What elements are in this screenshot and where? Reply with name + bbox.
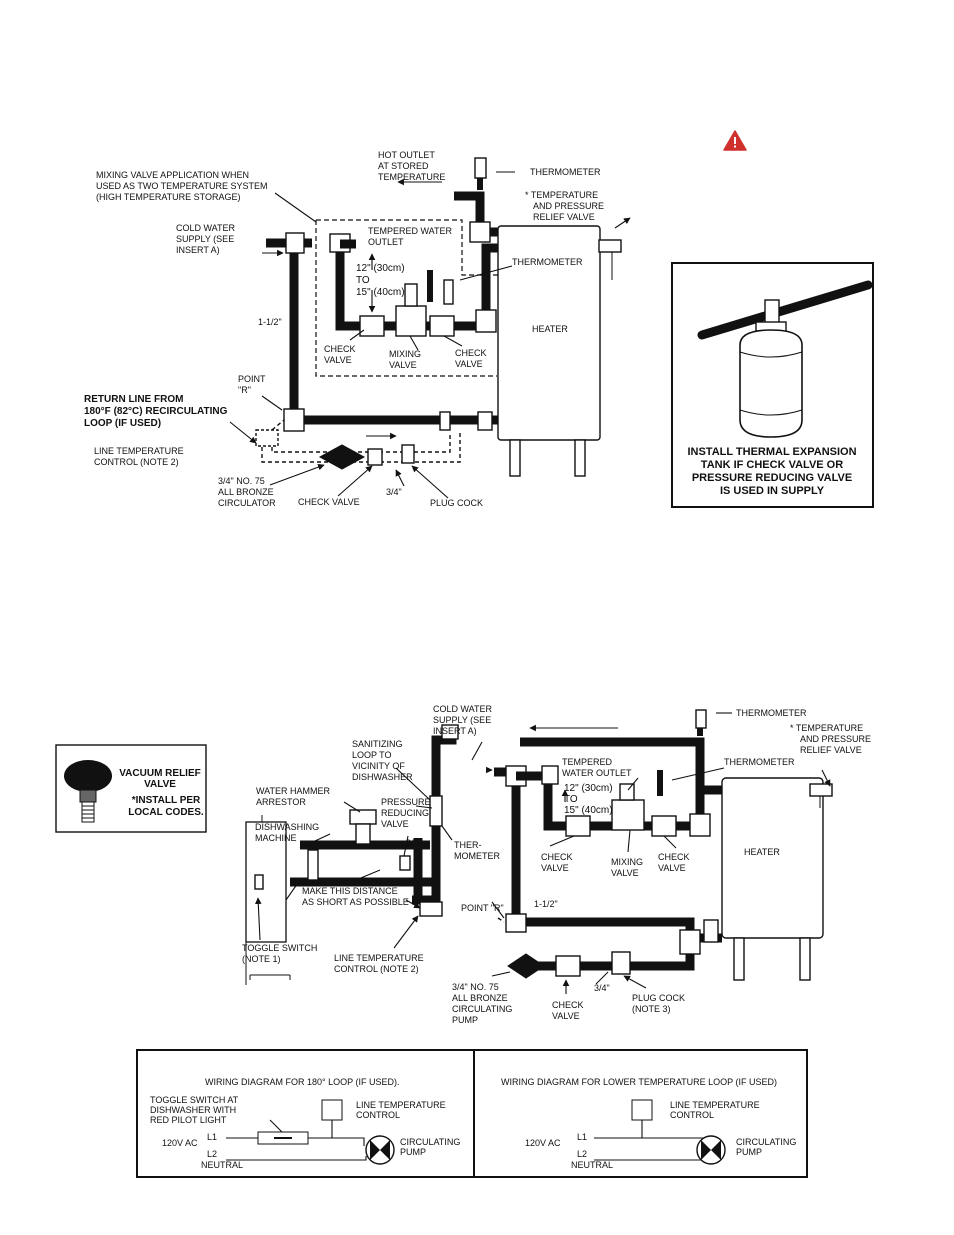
dishwasher-machine: [245, 821, 287, 943]
top-circulator-pump: [320, 445, 364, 469]
bottom-circulating-pump: [508, 954, 544, 978]
svg-text:L1: L1: [577, 1132, 587, 1142]
svg-text:WIRING DIAGRAM FOR LOWER TEMPE: WIRING DIAGRAM FOR LOWER TEMPERATURE LOO…: [501, 1077, 777, 1087]
top-heater-label: HEATER: [532, 324, 568, 334]
svg-text:120V AC: 120V AC: [162, 1138, 198, 1148]
svg-text:120V AC: 120V AC: [525, 1138, 561, 1148]
thermometer-top-label: THERMOMETER: [530, 167, 601, 177]
vacuum-relief-valve-icon: [64, 760, 112, 792]
svg-text:NEUTRAL: NEUTRAL: [201, 1160, 243, 1170]
svg-text:WIRING DIAGRAM FOR 180° LOOP (: WIRING DIAGRAM FOR 180° LOOP (IF USED).: [205, 1077, 399, 1087]
bottom-piping-diagram: [245, 709, 833, 994]
svg-text:NEUTRAL: NEUTRAL: [571, 1160, 613, 1170]
three-quarter-a-label: 3/4": [406, 838, 422, 848]
toggle-label: TOGGLE SWITCH(NOTE 1): [242, 943, 317, 964]
pipe-size-label: 1-1/2": [258, 317, 282, 327]
three-quarter-label: 3/4": [386, 487, 402, 497]
wiring-right: WIRING DIAGRAM FOR LOWER TEMPERATURE LOO…: [501, 1077, 796, 1170]
svg-text:L2: L2: [577, 1149, 587, 1159]
thermometer-mid-label: THERMOMETER: [512, 257, 583, 267]
warning-triangle-icon: [723, 130, 747, 151]
bottom-heater-tank: [721, 777, 824, 939]
top-piping-diagram: [229, 157, 631, 499]
wiring-left: WIRING DIAGRAM FOR 180° LOOP (IF USED). …: [150, 1077, 460, 1170]
b-plug-cock-label: PLUG COCK(NOTE 3): [632, 993, 685, 1014]
b-heater-label: HEATER: [744, 847, 780, 857]
expansion-tank-icon: [739, 329, 803, 438]
svg-text:L1: L1: [207, 1132, 217, 1142]
b-thermometer-side-label: THER-MOMETER: [454, 840, 500, 861]
b-thermometer-mid-label: THERMOMETER: [724, 757, 795, 767]
top-heater-tank: [497, 225, 601, 441]
three-quarter-b-label: 3/4": [594, 983, 610, 993]
point-r-label: POINT"R": [238, 374, 266, 395]
check-valve-bottom-label: CHECK VALVE: [298, 497, 360, 507]
b-point-r-label: POINT "R": [461, 903, 504, 913]
b-thermometer-top-label: THERMOMETER: [736, 708, 807, 718]
svg-text:L2: L2: [207, 1149, 217, 1159]
wiring-diagrams: WIRING DIAGRAM FOR 180° LOOP (IF USED). …: [136, 1049, 808, 1178]
b-pipe-size-label: 1-1/2": [534, 899, 558, 909]
plug-cock-label: PLUG COCK: [430, 498, 483, 508]
